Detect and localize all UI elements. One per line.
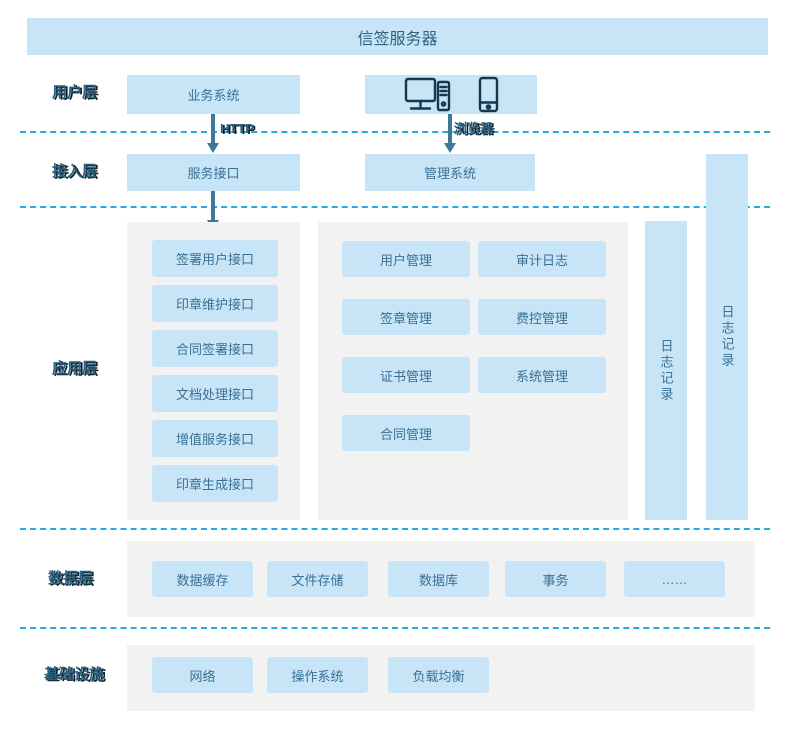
management-system-node: 管理系统: [365, 154, 535, 191]
service-interface-node: 服务接口: [127, 154, 300, 191]
data-node: 数据缓存: [152, 561, 253, 597]
business-system-node: 业务系统: [127, 75, 300, 114]
module-node: 合同管理: [342, 415, 470, 451]
interface-node: 签署用户接口: [152, 240, 278, 277]
module-node: 费控管理: [478, 299, 606, 335]
infra-node: 操作系统: [267, 657, 368, 693]
log-bar-inner: 日志记录: [645, 221, 687, 520]
layer-label-user: 用户层 用户层: [52, 84, 100, 102]
data-node: 事务: [505, 561, 606, 597]
log-bar-outer: 日志记录: [706, 154, 748, 520]
interface-node: 印章生成接口: [152, 465, 278, 502]
data-node: 文件存储: [267, 561, 368, 597]
diagram-title: 信签服务器: [357, 30, 438, 48]
infra-node: 网络: [152, 657, 253, 693]
interface-node: 印章维护接口: [152, 285, 278, 322]
layer-label-data: 数据层 数据层: [48, 570, 96, 588]
smartphone-icon: [478, 76, 499, 113]
http-arrow: [207, 114, 219, 153]
module-node: 审计日志: [478, 241, 606, 277]
layer-divider-2: [20, 206, 770, 208]
module-node: 签章管理: [342, 299, 470, 335]
layer-label-application: 应用层 应用层: [52, 360, 100, 378]
module-node: 证书管理: [342, 357, 470, 393]
data-node: 数据库: [388, 561, 489, 597]
client-devices-node: [365, 75, 537, 114]
desktop-computer-icon: [404, 77, 452, 113]
browser-arrow: [444, 114, 456, 153]
data-node: ……: [624, 561, 725, 597]
module-node: 用户管理: [342, 241, 470, 277]
layer-divider-4: [20, 627, 770, 629]
diagram-title-bar: 信签服务器: [27, 18, 768, 55]
http-arrow-label: HTTP HTTP: [220, 121, 256, 137]
layer-label-access: 接入层 接入层: [52, 163, 100, 181]
interface-node: 合同签署接口: [152, 330, 278, 367]
layer-label-infrastructure: 基础设施 基础设施: [44, 666, 107, 684]
browser-arrow-label: 浏览器 浏览器: [454, 121, 496, 137]
interface-node: 增值服务接口: [152, 420, 278, 457]
layer-divider-3: [20, 528, 770, 530]
module-node: 系统管理: [478, 357, 606, 393]
infra-node: 负载均衡: [388, 657, 489, 693]
layer-divider-1: [20, 131, 770, 133]
interface-node: 文档处理接口: [152, 375, 278, 412]
